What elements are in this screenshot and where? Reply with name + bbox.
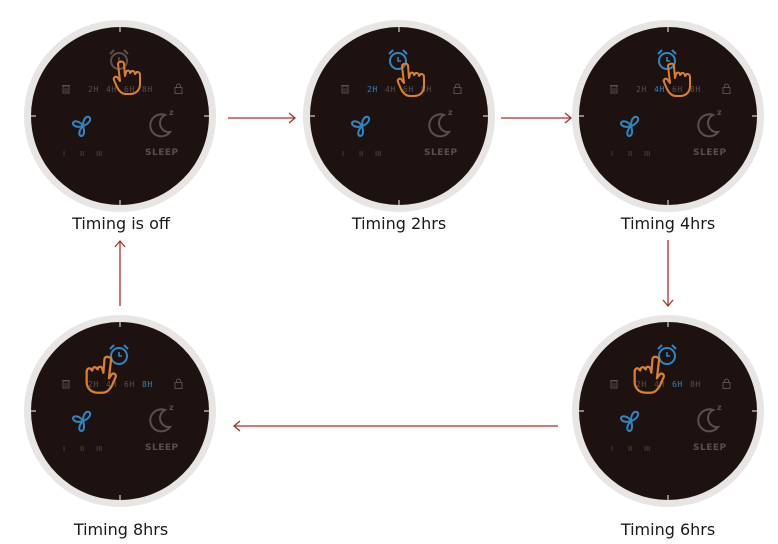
speed-1-label[interactable]: I bbox=[63, 150, 66, 158]
timer-4h-label[interactable]: 4H bbox=[106, 85, 117, 94]
control-dial bbox=[31, 27, 209, 205]
speed-3-label[interactable]: III bbox=[96, 150, 103, 158]
timer-2h-label[interactable]: 2H bbox=[367, 85, 378, 94]
fan-icon[interactable] bbox=[70, 408, 96, 434]
caption-timing-4hrs: Timing 4hrs bbox=[620, 214, 716, 233]
caption-timing-off: Timing is off bbox=[72, 214, 170, 233]
timer-6h-label[interactable]: 6H bbox=[124, 380, 135, 389]
lock-icon bbox=[722, 83, 731, 94]
control-dial bbox=[579, 322, 757, 500]
pointing-hand-icon bbox=[112, 60, 141, 95]
speed-1-label[interactable]: I bbox=[611, 150, 614, 158]
timer-4h-label[interactable]: 4H bbox=[654, 380, 665, 389]
sleep-z-icon: z bbox=[169, 403, 174, 412]
fan-icon[interactable] bbox=[349, 113, 375, 139]
moon-icon[interactable] bbox=[697, 112, 721, 138]
lock-icon bbox=[174, 83, 183, 94]
pointing-hand-icon bbox=[662, 62, 691, 97]
alarm-clock-icon[interactable] bbox=[107, 343, 131, 367]
speed-2-label[interactable]: II bbox=[80, 150, 85, 158]
trash-icon bbox=[341, 85, 349, 94]
moon-icon[interactable] bbox=[149, 407, 173, 433]
alarm-clock-icon[interactable] bbox=[655, 343, 679, 367]
sleep-z-icon: z bbox=[169, 108, 174, 117]
timer-8h-label[interactable]: 8H bbox=[142, 85, 153, 94]
speed-1-label[interactable]: I bbox=[611, 445, 614, 453]
trash-icon bbox=[62, 380, 70, 389]
timer-2h-label[interactable]: 2H bbox=[636, 380, 647, 389]
sleep-label[interactable]: SLEEP bbox=[145, 148, 179, 158]
timer-8h-label[interactable]: 8H bbox=[421, 85, 432, 94]
speed-1-label[interactable]: I bbox=[63, 445, 66, 453]
panel-timing-2hrs: 2H 4H 6H 8H I II III z SLEEP bbox=[303, 20, 495, 212]
sleep-label[interactable]: SLEEP bbox=[424, 148, 458, 158]
pointing-hand-icon bbox=[396, 62, 425, 97]
speed-3-label[interactable]: III bbox=[375, 150, 382, 158]
speed-3-label[interactable]: III bbox=[96, 445, 103, 453]
speed-2-label[interactable]: II bbox=[80, 445, 85, 453]
panel-timing-6hrs: 2H 4H 6H 8H I II III z SLEEP bbox=[572, 315, 764, 507]
sleep-label[interactable]: SLEEP bbox=[145, 443, 179, 453]
timer-4h-label[interactable]: 4H bbox=[106, 380, 117, 389]
timer-2h-label[interactable]: 2H bbox=[88, 85, 99, 94]
timer-8h-label[interactable]: 8H bbox=[690, 380, 701, 389]
fan-icon[interactable] bbox=[70, 113, 96, 139]
timer-8h-label[interactable]: 8H bbox=[142, 380, 153, 389]
sleep-z-icon: z bbox=[717, 108, 722, 117]
alarm-clock-icon[interactable] bbox=[655, 48, 679, 72]
trash-icon bbox=[610, 85, 618, 94]
timer-6h-label[interactable]: 6H bbox=[672, 380, 683, 389]
caption-timing-2hrs: Timing 2hrs bbox=[351, 214, 447, 233]
timer-6h-label[interactable]: 6H bbox=[403, 85, 414, 94]
panel-timing-off: 2H 4H 6H 8H I II III z SLEEP bbox=[24, 20, 216, 212]
moon-icon[interactable] bbox=[697, 407, 721, 433]
caption-timing-8hrs: Timing 8hrs bbox=[73, 520, 169, 539]
fan-icon[interactable] bbox=[618, 113, 644, 139]
moon-icon[interactable] bbox=[428, 112, 452, 138]
fan-icon[interactable] bbox=[618, 408, 644, 434]
timer-4h-label[interactable]: 4H bbox=[654, 85, 665, 94]
panel-timing-8hrs: 2H 4H 6H 8H I II III z SLEEP bbox=[24, 315, 216, 507]
caption-timing-6hrs: Timing 6hrs bbox=[620, 520, 716, 539]
sleep-z-icon: z bbox=[448, 108, 453, 117]
control-dial bbox=[310, 27, 488, 205]
trash-icon bbox=[610, 380, 618, 389]
trash-icon bbox=[62, 85, 70, 94]
speed-1-label[interactable]: I bbox=[342, 150, 345, 158]
pointing-hand-icon bbox=[85, 355, 117, 394]
timer-2h-label[interactable]: 2H bbox=[636, 85, 647, 94]
speed-3-label[interactable]: III bbox=[644, 445, 651, 453]
timer-8h-label[interactable]: 8H bbox=[690, 85, 701, 94]
pointing-hand-icon bbox=[633, 355, 665, 394]
speed-2-label[interactable]: II bbox=[628, 445, 633, 453]
moon-icon[interactable] bbox=[149, 112, 173, 138]
speed-2-label[interactable]: II bbox=[628, 150, 633, 158]
timer-2h-label[interactable]: 2H bbox=[88, 380, 99, 389]
alarm-clock-icon[interactable] bbox=[386, 48, 410, 72]
lock-icon bbox=[453, 83, 462, 94]
timer-6h-label[interactable]: 6H bbox=[672, 85, 683, 94]
sleep-label[interactable]: SLEEP bbox=[693, 148, 727, 158]
speed-2-label[interactable]: II bbox=[359, 150, 364, 158]
panel-timing-4hrs: 2H 4H 6H 8H I II III z SLEEP bbox=[572, 20, 764, 212]
lock-icon bbox=[174, 378, 183, 389]
timer-6h-label[interactable]: 6H bbox=[124, 85, 135, 94]
lock-icon bbox=[722, 378, 731, 389]
control-dial bbox=[31, 322, 209, 500]
speed-3-label[interactable]: III bbox=[644, 150, 651, 158]
control-dial bbox=[579, 27, 757, 205]
sleep-label[interactable]: SLEEP bbox=[693, 443, 727, 453]
timer-4h-label[interactable]: 4H bbox=[385, 85, 396, 94]
sleep-z-icon: z bbox=[717, 403, 722, 412]
